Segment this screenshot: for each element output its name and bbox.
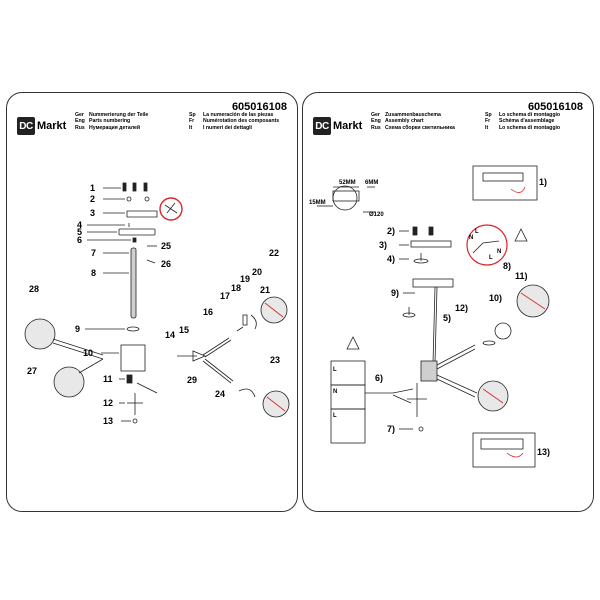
dim-52mm: 52MM [339,180,356,186]
assembly-diagram: 52MM 6MM 15MM Ø120 L N L N L L N 1) 2) 3… [309,165,550,468]
step-10: 10) [489,293,502,303]
logo-text: Markt [333,120,363,132]
step-1: 1) [539,177,547,187]
step-12: 12) [455,303,468,313]
part-number-15: 15 [179,325,189,335]
part-number-18: 18 [231,283,241,293]
part-number-25: 25 [161,241,171,251]
part-number-2: 2 [90,194,95,204]
part-number-7: 7 [91,248,96,258]
part-number-16: 16 [203,307,213,317]
part-number-19: 19 [240,274,250,284]
step-5: 5) [443,313,451,323]
part-number-1: 1 [90,183,95,193]
part-number-14: 14 [165,330,175,340]
logo-mark: DC [313,117,331,135]
wire-label-2: N [333,389,337,395]
part-number-27: 27 [27,366,37,376]
part-number-21: 21 [260,285,270,295]
brand-logo: DC Markt [313,117,362,135]
part-number-22: 22 [269,248,279,258]
brand-logo: DC Markt [17,117,66,135]
wire-label-4: N [469,235,473,241]
step-9: 9) [391,288,399,298]
product-code: 605016108 [527,101,583,113]
step-6: 6) [375,373,383,383]
wire-label-6: L [489,255,493,261]
wire-label-1: L [333,367,337,373]
part-number-9: 9 [75,324,80,334]
part-number-3: 3 [90,208,95,218]
part-number-6: 6 [77,235,82,245]
logo-mark: DC [17,117,35,135]
part-number-5: 5 [77,227,82,237]
step-13: 13) [537,447,550,457]
parts-exploded-diagram: 1 2 3 4 5 6 7 8 9 10 11 12 13 14 15 16 1… [24,182,290,426]
step-2: 2) [387,226,395,236]
wire-label-5: L [475,229,479,235]
wire-label-7: N [497,249,501,255]
part-number-29: 29 [187,375,197,385]
dim-6mm: 6MM [365,180,378,186]
part-number-26: 26 [161,259,171,269]
part-number-8: 8 [91,268,96,278]
part-number-24: 24 [215,389,225,399]
part-number-4: 4 [77,220,82,230]
dim-diameter-120: Ø120 [369,212,384,218]
part-number-13: 13 [103,416,113,426]
part-number-10: 10 [83,348,93,358]
part-number-12: 12 [103,398,113,408]
step-7: 7) [387,424,395,434]
step-11: 11) [515,271,528,281]
step-8: 8) [503,261,511,271]
part-number-23: 23 [270,355,280,365]
part-number-20: 20 [252,267,262,277]
wire-label-3: L [333,413,337,419]
part-number-28: 28 [29,284,39,294]
logo-text: Markt [37,120,67,132]
part-number-17: 17 [220,291,230,301]
step-3: 3) [379,240,387,250]
dim-15mm: 15MM [309,200,326,206]
part-number-11: 11 [103,374,113,384]
step-4: 4) [387,254,395,264]
product-code: 605016108 [231,101,287,113]
